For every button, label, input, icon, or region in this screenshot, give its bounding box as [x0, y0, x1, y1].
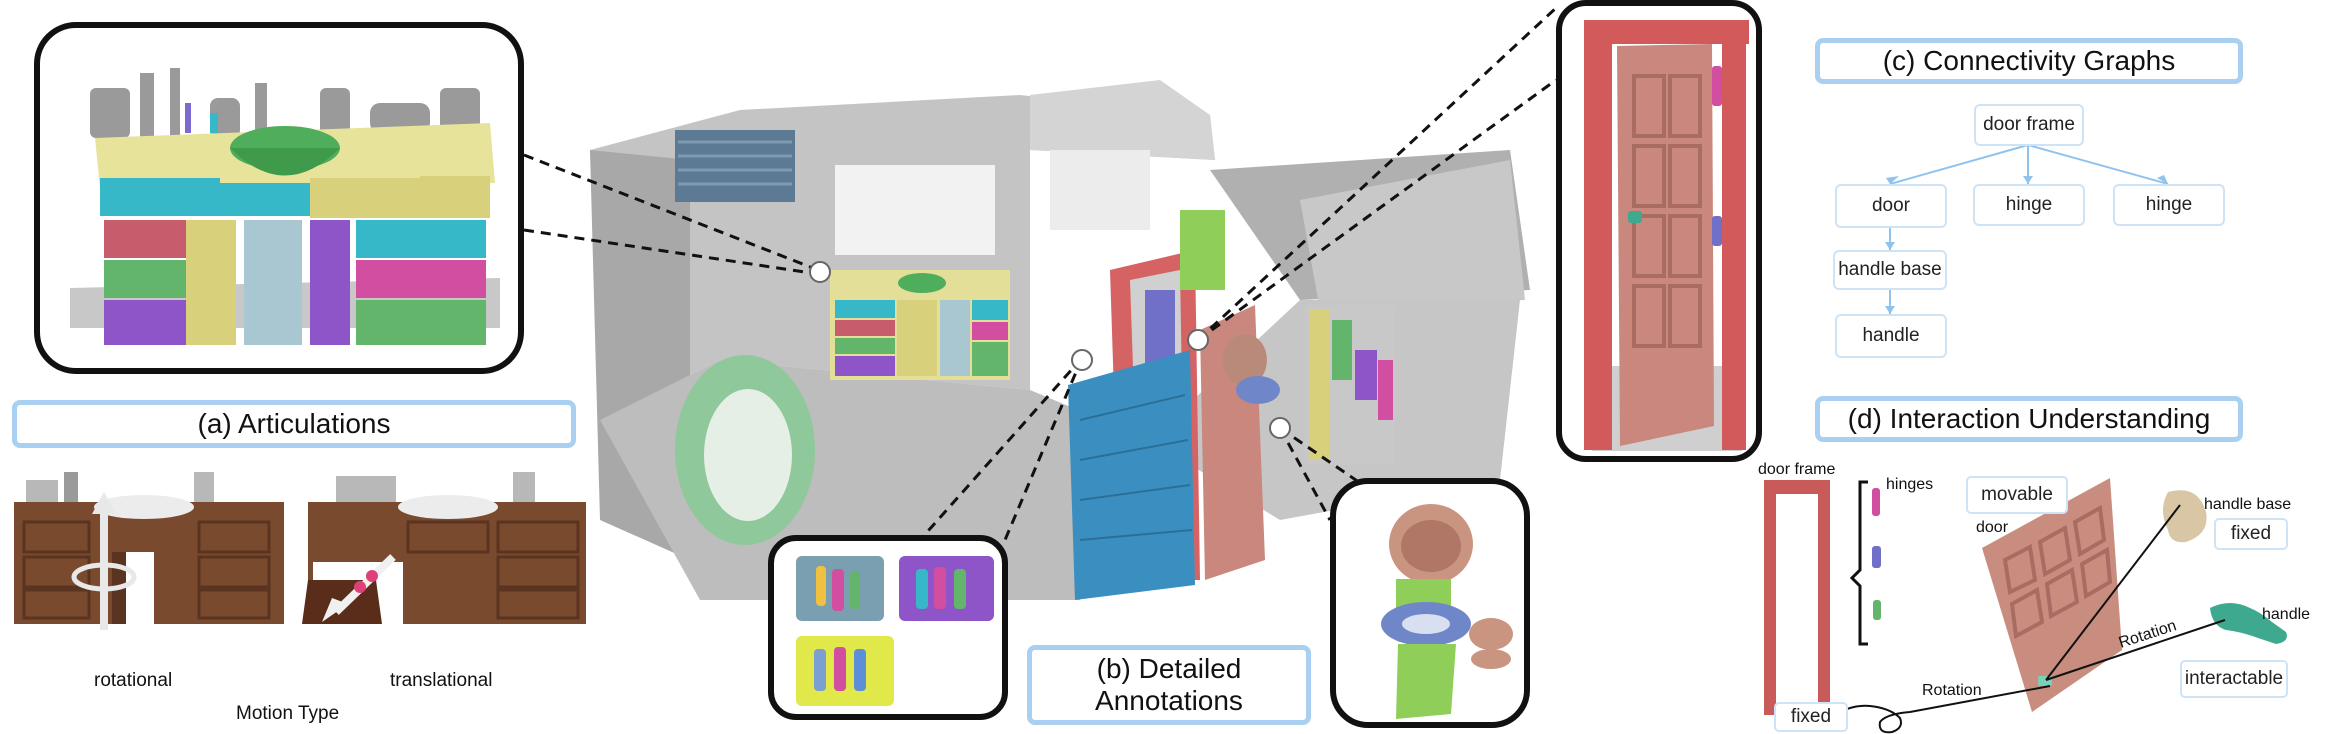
translational-label: translational: [390, 670, 493, 691]
articulations-title: (a) Articulations: [12, 400, 576, 448]
toilet-zoom-panel: [1330, 478, 1530, 728]
interaction-interactable-tag: interactable: [2180, 660, 2288, 698]
door-zoom-illustration: [1584, 20, 1749, 451]
detailed-title-line1: (b) Detailed: [1096, 652, 1242, 684]
interaction-door-label: door: [1976, 519, 2009, 536]
hinges-zoom-illustration: [796, 556, 994, 706]
graph-node-handle-base: handle base: [1833, 250, 1947, 290]
interaction-handle-label: handle: [2262, 606, 2311, 623]
interaction-hinges-label: hinges: [1886, 476, 1934, 493]
cabinet-zoom-illustration: [70, 68, 500, 345]
graph-node-hinge-2: hinge: [2113, 184, 2225, 226]
rotational-label: rotational: [94, 670, 173, 691]
toilet-zoom-illustration: [1381, 504, 1513, 719]
motion-type-caption: Motion Type: [236, 703, 340, 724]
interaction-fixed-top-tag: fixed: [2214, 518, 2288, 550]
graph-node-door: door: [1835, 184, 1947, 228]
translational-motion-image: [302, 472, 586, 624]
hinges-zoom-panel: [768, 535, 1008, 720]
interaction-door-frame-label: door frame: [1758, 461, 1836, 478]
graph-node-door-frame: door frame: [1974, 104, 2084, 146]
interaction-movable-tag: movable: [1966, 476, 2068, 514]
interaction-fixed-bottom-tag: fixed: [1774, 702, 1848, 732]
detailed-annotations-title: (b) Detailed Annotations: [1027, 645, 1311, 725]
interaction-handle-base-label: handle base: [2204, 496, 2292, 513]
cabinet-zoom-panel: [34, 22, 524, 374]
detailed-title-line2: Annotations: [1095, 685, 1243, 716]
connectivity-title: (c) Connectivity Graphs: [1815, 38, 2243, 84]
interaction-rotation-label-2: Rotation: [1922, 682, 1982, 699]
rotational-motion-image: [14, 472, 284, 630]
door-zoom-panel: [1556, 0, 1762, 462]
graph-node-hinge-1: hinge: [1973, 184, 2085, 226]
interaction-title: (d) Interaction Understanding: [1815, 396, 2243, 442]
graph-node-handle: handle: [1835, 314, 1947, 358]
